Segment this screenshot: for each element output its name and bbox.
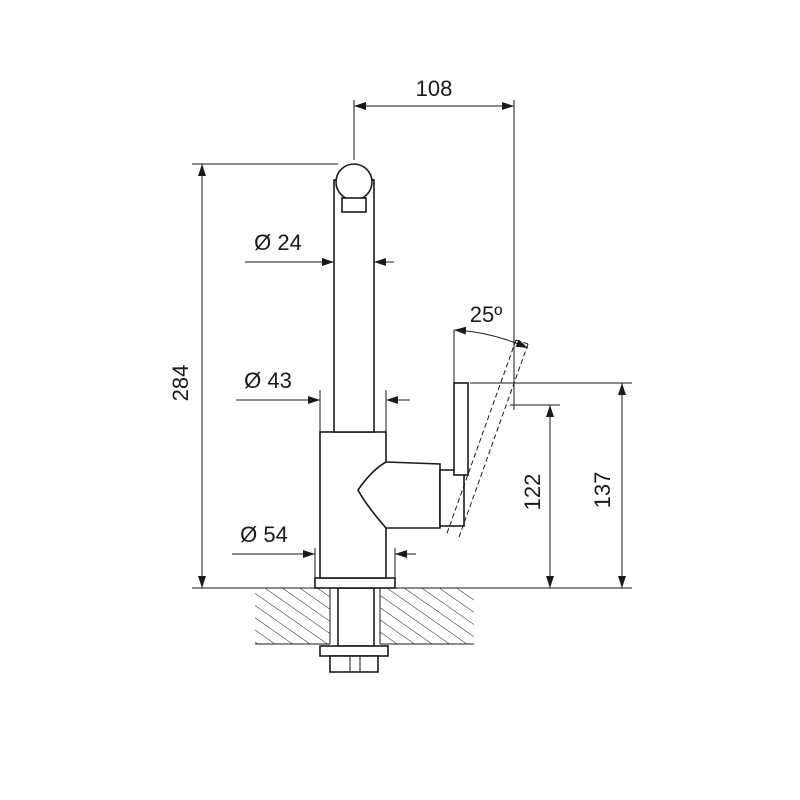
aerator: [341, 197, 367, 213]
dim-lever-height-high: 137: [470, 382, 632, 588]
lever-handle: [453, 382, 469, 476]
dim-total-height-label: 284: [168, 365, 193, 402]
base-ring: [314, 577, 396, 589]
countertop-section: [192, 587, 632, 645]
dim-lever-height-low-label: 122: [520, 474, 545, 511]
dim-base-diameter-label: Ø 54: [240, 522, 288, 547]
spout-tube: [333, 179, 375, 433]
mounting-shank: [319, 587, 389, 673]
dim-body-diameter: Ø 43: [236, 368, 410, 432]
dim-lever-height-high-label: 137: [590, 472, 615, 509]
dim-spout-diameter-label: Ø 24: [254, 230, 302, 255]
dim-spout-reach: 108: [353, 76, 515, 410]
dim-base-diameter: Ø 54: [232, 522, 416, 578]
dim-spout-diameter: Ø 24: [245, 230, 394, 266]
dim-total-height: 284: [168, 163, 338, 588]
dim-lever-height-low: 122: [510, 404, 560, 588]
dim-lever-angle-label: 25º: [470, 302, 503, 327]
lever-housing: [357, 461, 441, 529]
dim-body-diameter-label: Ø 43: [244, 368, 292, 393]
dim-lever-angle: 25º: [453, 302, 529, 383]
dim-spout-reach-label: 108: [416, 76, 453, 101]
spout-head: [335, 163, 373, 201]
